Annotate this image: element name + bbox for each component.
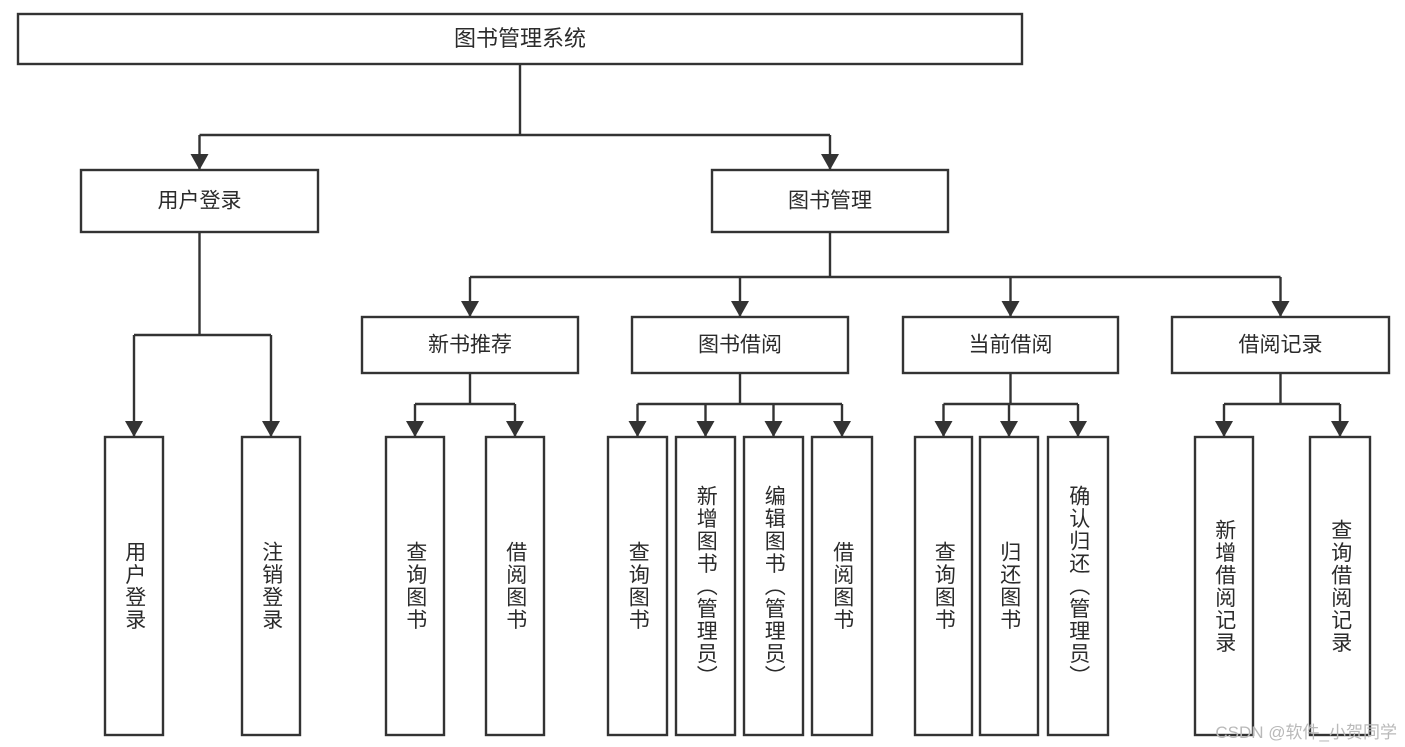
node-label-new-book-recommend: 新书推荐: [428, 334, 512, 357]
arrow-head-book-manage: [821, 154, 839, 170]
watermark-text: CSDN @软件_小贺同学: [1215, 723, 1397, 742]
node-box-leaf-borrow-book[interactable]: [810, 435, 874, 737]
arrow-head-leaf-user-login: [125, 421, 143, 437]
connector-layer: [125, 64, 1349, 437]
node-box-leaf-edit-book[interactable]: [742, 435, 805, 737]
arrow-head-leaf-add-book: [696, 421, 715, 437]
node-label-user-login: 用户登录: [158, 190, 242, 213]
node-box-current-borrow[interactable]: [901, 315, 1120, 375]
node-box-leaf-return-book[interactable]: [978, 435, 1040, 737]
node-label-root: 图书管理系统: [454, 26, 586, 51]
node-box-borrow-record[interactable]: [1170, 315, 1391, 375]
node-box-leaf-add-borrow-record[interactable]: [1193, 435, 1255, 737]
node-box-new-book-recommend[interactable]: [360, 315, 580, 375]
arrow-head-leaf-borrow-book-recommend: [506, 421, 524, 437]
arrow-head-borrow-record: [1271, 301, 1290, 317]
node-box-leaf-query-book-borrow[interactable]: [606, 435, 669, 737]
arrow-head-book-borrow: [731, 301, 749, 317]
arrow-head-current-borrow: [1001, 301, 1020, 317]
arrow-head-leaf-query-book-borrow: [628, 421, 647, 437]
node-label-current-borrow: 当前借阅: [969, 334, 1053, 357]
node-box-leaf-query-borrow-record[interactable]: [1308, 435, 1372, 737]
arrow-head-leaf-query-borrow-record: [1331, 421, 1349, 437]
arrow-head-leaf-return-book: [1000, 421, 1018, 437]
node-box-leaf-query-book-recommend[interactable]: [384, 435, 446, 737]
node-box-leaf-query-book-current[interactable]: [913, 435, 974, 737]
node-box-book-borrow[interactable]: [630, 315, 850, 375]
node-box-root[interactable]: [16, 12, 1024, 66]
arrow-head-leaf-confirm-return: [1069, 421, 1087, 437]
node-label-book-manage: 图书管理: [788, 190, 872, 213]
arrow-head-leaf-add-borrow-record: [1215, 421, 1233, 437]
node-box-user-login[interactable]: [79, 168, 320, 234]
node-box-leaf-borrow-book-recommend[interactable]: [484, 435, 546, 737]
arrow-head-new-book-recommend: [461, 301, 479, 317]
arrow-head-leaf-borrow-book: [833, 421, 851, 437]
node-box-book-manage[interactable]: [710, 168, 950, 234]
arrow-head-leaf-user-logout: [262, 421, 280, 437]
arrow-head-leaf-query-book-recommend: [406, 421, 424, 437]
arrow-head-user-login: [190, 154, 209, 170]
arrow-head-leaf-query-book-current: [934, 421, 953, 437]
node-label-book-borrow: 图书借阅: [698, 334, 782, 357]
node-box-leaf-confirm-return[interactable]: [1046, 435, 1110, 737]
node-box-layer: [16, 12, 1391, 737]
node-box-leaf-user-logout[interactable]: [240, 435, 302, 737]
arrow-head-leaf-edit-book: [764, 421, 783, 437]
node-box-leaf-add-book[interactable]: [674, 435, 737, 737]
node-label-borrow-record: 借阅记录: [1239, 334, 1323, 357]
node-box-leaf-user-login[interactable]: [103, 435, 165, 737]
